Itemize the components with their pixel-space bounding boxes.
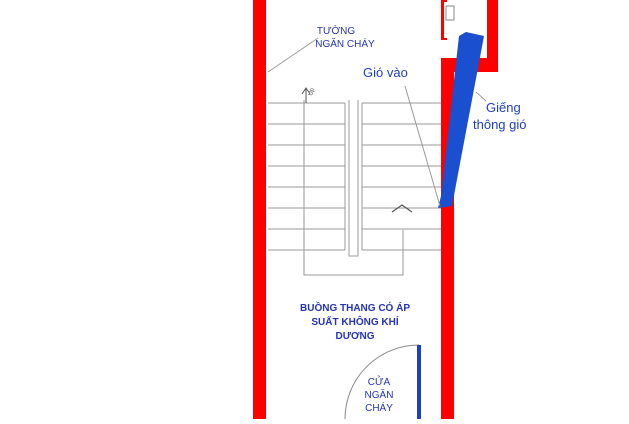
shaft-wall-right: [487, 0, 498, 72]
door-swing-arc: [344, 344, 420, 420]
fire-door-leaf: [417, 345, 421, 419]
fire-door-label-1: CỬA: [368, 375, 391, 388]
up-label: Up: [308, 87, 316, 97]
fire-door-label-2: NGĂN: [365, 388, 394, 401]
fire-wall-leader: [267, 37, 319, 73]
stair-room-label-2: SUẤT KHÔNG KHÍ: [311, 315, 398, 328]
stair-room-label-1: BUỒNG THANG CÓ ÁP: [300, 301, 410, 314]
left-fire-wall: [253, 0, 266, 419]
air-in-label: Gió vào: [363, 65, 408, 80]
shaft-leader: [475, 91, 487, 102]
stair-flight-left: [268, 102, 346, 251]
handrail: [303, 100, 404, 276]
shaft-small-box: [445, 5, 455, 21]
fire-wall-label-2: NGĂN CHÁY: [315, 37, 375, 50]
fire-door-label-3: CHÁY: [365, 401, 393, 414]
shaft-label-1: Giếng: [486, 100, 521, 115]
stair-flight-right: [361, 102, 441, 251]
fire-wall-label-1: TƯỜNG: [317, 24, 355, 37]
shaft-label-2: thông gió: [473, 117, 527, 132]
stair-room-label-3: DƯƠNG: [335, 331, 374, 342]
handrail-inner: [348, 100, 359, 257]
direction-caret: [391, 204, 413, 213]
up-arrow-head: [301, 87, 311, 95]
air-leader: [404, 85, 441, 207]
airflow-arrow: [438, 32, 484, 208]
